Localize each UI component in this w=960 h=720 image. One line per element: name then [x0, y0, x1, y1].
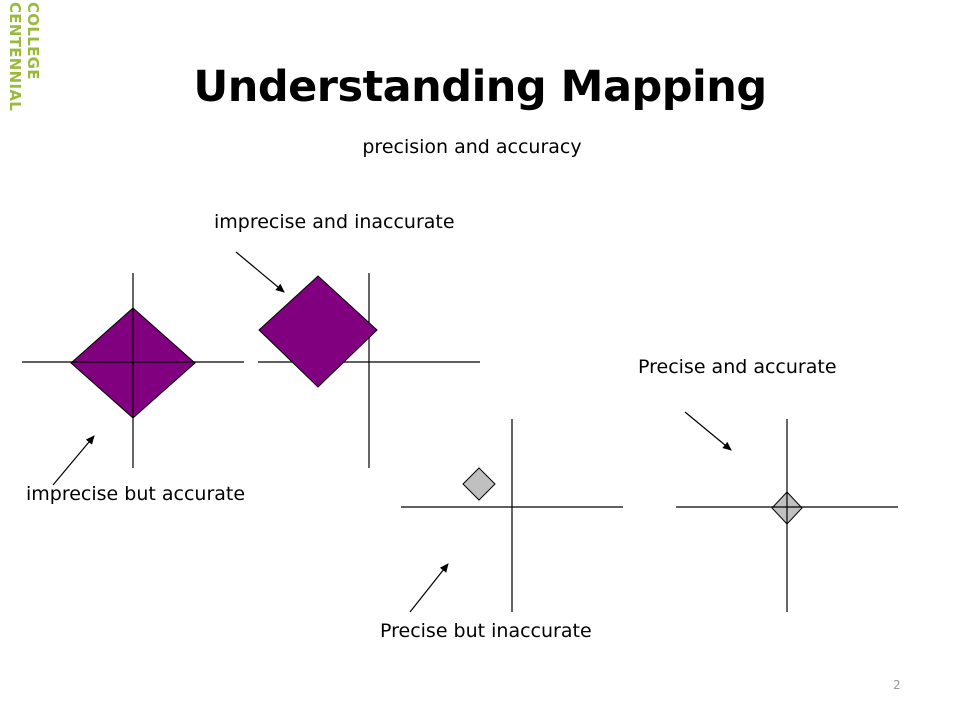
slide-title: Understanding Mapping [193, 62, 767, 112]
arrow-precise-accurate [684, 411, 732, 451]
label-imprecise-inaccurate: imprecise and inaccurate [214, 211, 455, 233]
arrow-precise-inaccurate [409, 563, 449, 613]
arrow-imprecise-inaccurate [235, 251, 285, 293]
arrow-imprecise-accurate [52, 435, 95, 486]
label-precise-accurate: Precise and accurate [638, 356, 837, 378]
large-diamond [258, 275, 378, 388]
logo-line-college: COLLEGE [24, 2, 42, 80]
small-diamond [462, 467, 496, 501]
college-logo: COLLEGE CENTENNIAL [4, 0, 44, 160]
target-imprecise-inaccurate [258, 273, 480, 468]
target-precise-inaccurate [401, 419, 623, 612]
target-precise-accurate [676, 419, 898, 612]
label-imprecise-accurate: imprecise but accurate [26, 483, 246, 505]
logo-line-centennial: CENTENNIAL [6, 2, 24, 111]
slide-number: 2 [893, 678, 901, 692]
slide-subtitle: precision and accuracy [362, 136, 582, 158]
label-precise-inaccurate: Precise but inaccurate [380, 620, 592, 642]
target-imprecise-accurate [22, 273, 244, 468]
